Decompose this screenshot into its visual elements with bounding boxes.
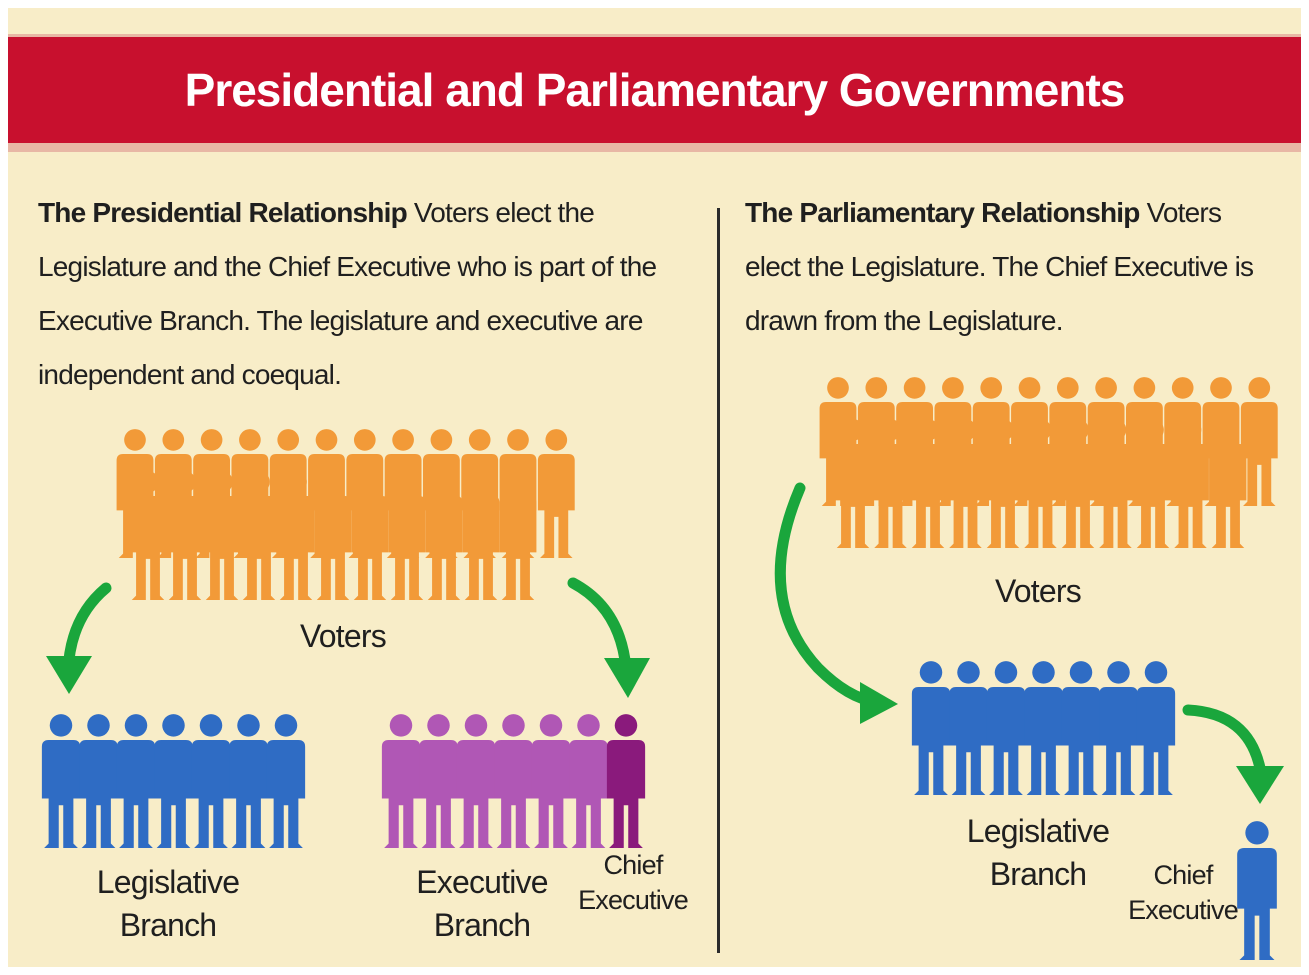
voter-figure [972, 377, 1010, 506]
chief-executive-figure [1237, 821, 1277, 960]
parliamentary-legislative-group [911, 661, 1176, 795]
parliamentary-chief-executive-label: Chief Executive [1128, 860, 1239, 926]
voter-figure [537, 429, 575, 558]
presidential-description: The Presidential Relationship Voters ele… [38, 186, 678, 402]
legislator-figure [266, 714, 306, 848]
executive-figure [494, 714, 533, 848]
legislator-figure [1099, 661, 1138, 795]
arrowhead-left [46, 656, 92, 694]
presidential-heading: The Presidential Relationship [38, 197, 408, 228]
voter-figure [461, 429, 499, 558]
legislator-figure [116, 714, 156, 848]
legislator-figure [949, 661, 988, 795]
voter-figure [346, 429, 384, 558]
parliamentary-text: Voters elect the Legislature. The Chief … [745, 197, 1254, 336]
executive-figure [456, 714, 496, 848]
legislator-figure [1136, 661, 1176, 795]
voter-figure [1164, 377, 1202, 506]
voter-figure [1202, 377, 1240, 506]
parliamentary-voters-group [819, 377, 1278, 548]
arrow-voters-to-chief-executive [567, 577, 632, 674]
relationship-diagram [41, 377, 1284, 960]
legislator-figure [911, 661, 951, 795]
voter-figure [269, 429, 307, 558]
arrowhead-right [604, 658, 650, 698]
voter-figure [1125, 377, 1163, 506]
presidential-legislative-label: Legislative Branch [96, 864, 240, 944]
voter-figure [1087, 377, 1125, 506]
arrowhead-parliament [860, 682, 898, 724]
presidential-voters-label: Voters [300, 618, 387, 654]
voter-figure [499, 429, 537, 558]
voter-figure [154, 429, 192, 558]
legislator-figure [986, 661, 1026, 795]
voter-figure [857, 377, 895, 506]
arrow-voters-to-parliament [774, 482, 882, 708]
title-banner: Presidential and Parliamentary Governmen… [8, 34, 1301, 152]
executive-figure [419, 714, 458, 848]
presidential-text: Voters elect the Legislature and the Chi… [38, 197, 657, 390]
presidential-legislative-group [41, 714, 306, 848]
voter-figure [1049, 377, 1087, 506]
presidential-executive-group [381, 714, 646, 848]
voter-figure [1011, 377, 1048, 506]
arrow-legislature-to-chief-executive [1182, 704, 1266, 774]
executive-figure [381, 714, 421, 848]
voter-figure [819, 377, 857, 506]
legislator-figure [1061, 661, 1101, 795]
legislator-figure [154, 714, 193, 848]
parliamentary-description: The Parliamentary Relationship Voters el… [745, 186, 1265, 348]
legislator-figure [41, 714, 81, 848]
page-title: Presidential and Parliamentary Governmen… [184, 64, 1126, 116]
legislator-figure [1024, 661, 1063, 795]
chief-executive-figure [606, 714, 646, 848]
voter-figure [934, 377, 972, 506]
parliamentary-legislative-label: Legislative Branch [966, 813, 1110, 893]
voter-figure [308, 429, 345, 558]
voter-figure [193, 429, 231, 558]
infographic: Presidential and Parliamentary Governmen… [8, 8, 1301, 967]
legislator-figure [229, 714, 268, 848]
voter-figure [231, 429, 269, 558]
legislator-figure [79, 714, 118, 848]
executive-figure [569, 714, 608, 848]
parliamentary-heading: The Parliamentary Relationship [745, 197, 1140, 228]
voter-figure [1240, 377, 1278, 506]
voter-figure [384, 429, 422, 558]
legislator-figure [191, 714, 231, 848]
parliamentary-chief-executive-figure [1237, 821, 1277, 960]
voter-figure [896, 377, 934, 506]
section-divider [717, 208, 720, 953]
executive-figure [531, 714, 571, 848]
presidential-voters-group [116, 429, 575, 600]
arrowhead-chief [1236, 766, 1284, 804]
voter-figure [422, 429, 460, 558]
voter-figure [116, 429, 154, 558]
presidential-executive-label: Executive Branch [416, 864, 548, 944]
parliamentary-voters-label: Voters [995, 573, 1082, 609]
presidential-chief-executive-label: Chief Executive [578, 850, 689, 916]
